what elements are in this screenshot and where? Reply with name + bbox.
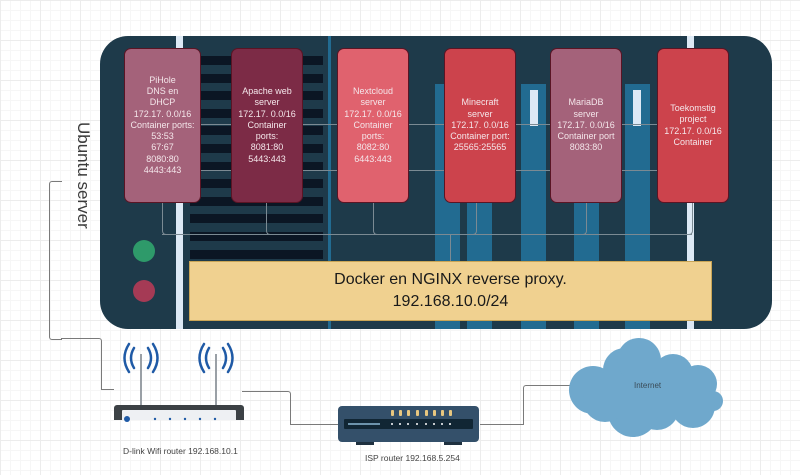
- wire-isp-to-internet-2: [523, 385, 571, 425]
- container-bus-line: [162, 170, 692, 172]
- container-nextcloud[interactable]: Nextcloud server 172.17. 0.0/16 Containe…: [337, 48, 409, 203]
- bus-to-proxy-line: [450, 234, 451, 261]
- drop-line: [472, 200, 477, 235]
- wire-router-to-isp: [242, 391, 291, 425]
- drop-line: [162, 200, 167, 235]
- router-panel: [122, 410, 236, 420]
- wire-server-to-router: [49, 181, 62, 340]
- proxy-title: Docker en NGINX reverse proxy.: [334, 271, 567, 288]
- container-nextcloud-label: Nextcloud server 172.17. 0.0/16 Containe…: [344, 86, 402, 164]
- vent-stripe: [190, 232, 323, 241]
- wire-isp-to-internet: [480, 424, 523, 425]
- drop-line: [266, 200, 271, 235]
- container-toekomstig-project[interactable]: Toekomstig project 172.17. 0.0/16 Contai…: [657, 48, 729, 203]
- drop-line: [582, 200, 587, 235]
- docker-nginx-proxy-box[interactable]: Docker en NGINX reverse proxy. 192.168.1…: [189, 261, 712, 321]
- drop-line: [688, 200, 693, 235]
- container-bus: [162, 234, 692, 235]
- container-apache-label: Apache web server 172.17. 0.0/16 Contain…: [238, 86, 296, 164]
- server-divider: [328, 36, 331, 329]
- wire-server-to-router-2: [61, 338, 102, 390]
- router-power-led: [124, 416, 130, 422]
- container-toekomstig-label: Toekomstig project 172.17. 0.0/16 Contai…: [664, 103, 722, 147]
- container-mariadb-label: MariaDB server 172.17. 0.0/16 Container …: [557, 97, 615, 153]
- server-indicator: [633, 90, 641, 126]
- container-apache[interactable]: Apache web server 172.17. 0.0/16 Contain…: [231, 48, 303, 203]
- internet-cloud-icon[interactable]: [565, 336, 730, 444]
- container-minecraft-label: Minecraft server 172.17. 0.0/16 Containe…: [450, 97, 510, 153]
- wire-server-to-router-3: [101, 389, 114, 390]
- proxy-subnet: 192.168.10.0/24: [392, 293, 509, 310]
- status-led-green: [133, 240, 155, 262]
- internet-label: Internet: [634, 381, 662, 390]
- isp-router-lights: [391, 410, 452, 416]
- vent-stripe: [190, 214, 323, 224]
- ubuntu-server-label: Ubuntu server: [74, 122, 93, 229]
- container-mariadb[interactable]: MariaDB server 172.17. 0.0/16 Container …: [550, 48, 622, 203]
- wifi-signal-icon: [123, 342, 234, 374]
- container-minecraft[interactable]: Minecraft server 172.17. 0.0/16 Containe…: [444, 48, 516, 203]
- isp-router-icon[interactable]: [336, 405, 482, 447]
- server-indicator: [530, 90, 538, 126]
- drop-line: [373, 200, 378, 235]
- isp-router-caption: ISP router 192.168.5.254: [365, 453, 460, 463]
- wire-router-to-isp-2: [290, 424, 338, 425]
- wifi-router-icon[interactable]: [110, 340, 250, 420]
- container-pihole[interactable]: PiHole DNS en DHCP 172.17. 0.0/16 Contai…: [124, 48, 201, 203]
- status-led-red: [133, 280, 155, 302]
- container-pihole-label: PiHole DNS en DHCP 172.17. 0.0/16 Contai…: [130, 75, 195, 175]
- vent-stripe: [190, 249, 323, 259]
- wifi-router-caption: D-link Wifi router 192.168.10.1: [123, 446, 238, 456]
